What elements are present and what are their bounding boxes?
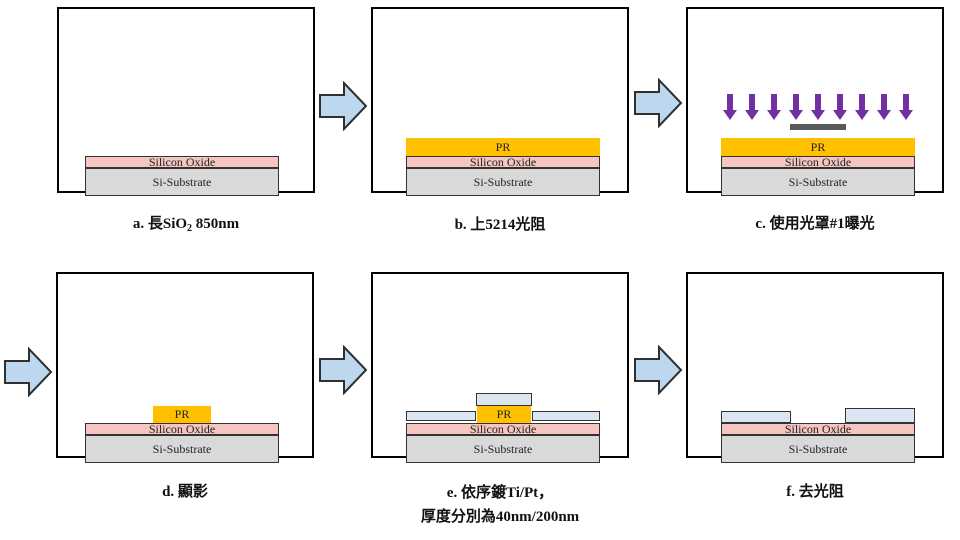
caption-a-subscript: 2: [187, 223, 193, 234]
silicon-oxide-layer: Silicon Oxide: [85, 156, 279, 168]
photoresist-layer: PR: [721, 138, 915, 156]
uv-arrow-icon: [745, 94, 759, 120]
caption-f: f. 去光阻: [786, 484, 844, 500]
silicon-oxide-layer: Silicon Oxide: [721, 423, 915, 435]
photoresist-pattern: PR: [153, 406, 211, 423]
caption-e-line1: e. 依序鍍Ti/Pt，: [446, 485, 554, 501]
si-substrate-layer: Si-Substrate: [721, 435, 915, 463]
metal-layer-on-pr: [476, 393, 532, 406]
panel-c: PR Silicon Oxide Si-Substrate: [686, 7, 944, 196]
right-block-arrow-icon: [634, 345, 683, 395]
caption-b: b. 上5214光阻: [454, 217, 546, 233]
silicon-oxide-layer: Silicon Oxide: [406, 423, 600, 435]
panel-f: Silicon Oxide Si-Substrate: [686, 272, 944, 463]
uv-arrow-icon: [877, 94, 891, 120]
caption-a-prefix: a. 長SiO: [132, 216, 188, 232]
panel-d: PR Silicon Oxide Si-Substrate: [56, 272, 314, 463]
caption-e-line2: 厚度分別為40nm/200nm: [420, 509, 580, 525]
metal-pattern-right: [845, 408, 915, 423]
photoresist-pattern: PR: [477, 406, 531, 423]
right-block-arrow-icon: [319, 345, 368, 395]
right-block-arrow-icon: [319, 81, 368, 131]
metal-layer-right: [532, 411, 600, 421]
silicon-oxide-layer: Silicon Oxide: [721, 156, 915, 168]
right-block-arrow-icon: [634, 78, 683, 128]
uv-arrow-icon: [833, 94, 847, 120]
caption-a: a. 長SiO2 850nm: [57, 212, 315, 234]
si-substrate-layer: Si-Substrate: [406, 168, 600, 196]
si-substrate-layer: Si-Substrate: [85, 168, 279, 196]
metal-layer-left: [406, 411, 476, 421]
caption-c: c. 使用光罩#1曝光: [755, 216, 875, 232]
photoresist-layer: PR: [406, 138, 600, 156]
uv-arrow-icon: [899, 94, 913, 120]
uv-arrow-icon: [811, 94, 825, 120]
photomask: [790, 124, 846, 130]
silicon-oxide-layer: Silicon Oxide: [85, 423, 279, 435]
panel-a: Silicon Oxide Si-Substrate: [57, 7, 315, 196]
right-block-arrow-icon: [4, 347, 53, 397]
si-substrate-layer: Si-Substrate: [85, 435, 279, 463]
panel-e: PR Silicon Oxide Si-Substrate: [371, 272, 629, 463]
uv-arrow-icon: [789, 94, 803, 120]
metal-pattern-left: [721, 411, 791, 423]
panel-b: PR Silicon Oxide Si-Substrate: [371, 7, 629, 196]
uv-arrow-icon: [723, 94, 737, 120]
uv-arrow-icon: [767, 94, 781, 120]
si-substrate-layer: Si-Substrate: [406, 435, 600, 463]
si-substrate-layer: Si-Substrate: [721, 168, 915, 196]
uv-arrow-icon: [855, 94, 869, 120]
caption-d: d. 顯影: [162, 484, 208, 500]
silicon-oxide-layer: Silicon Oxide: [406, 156, 600, 168]
uv-light-arrows: [723, 94, 913, 120]
caption-a-suffix: 850nm: [192, 216, 240, 232]
